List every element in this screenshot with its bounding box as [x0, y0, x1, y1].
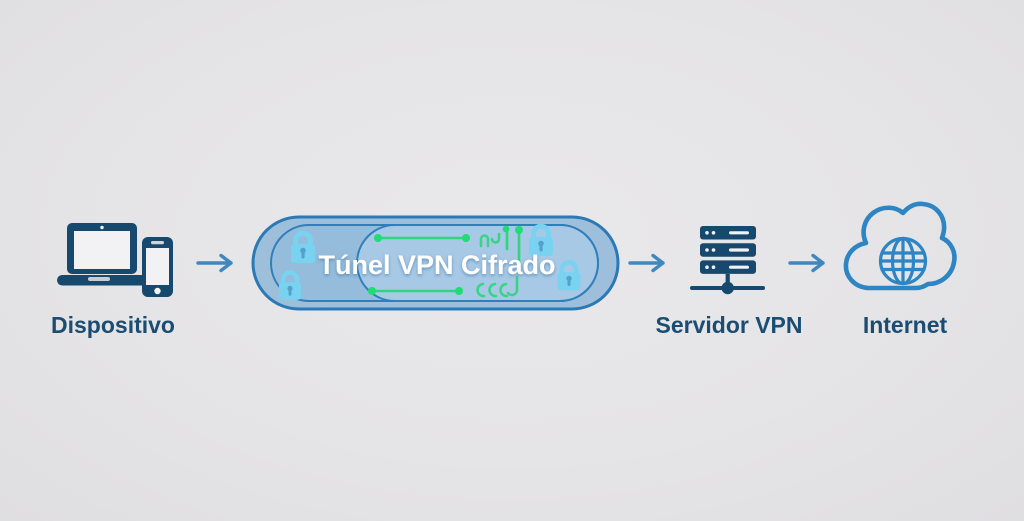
laptop-hinge-notch — [88, 277, 110, 281]
phone-screen — [146, 248, 169, 285]
server-network-connector — [690, 273, 765, 295]
device-node: Dispositivo — [51, 223, 175, 338]
server-units — [700, 226, 756, 274]
server-leds — [705, 231, 716, 270]
cloud-outline — [843, 201, 957, 291]
server-slots — [729, 231, 749, 269]
arrow-right-icon-2 — [628, 253, 665, 273]
phone-speaker — [151, 241, 164, 245]
server-stack-icon — [690, 226, 765, 295]
vpn-tunnel-node: Túnel VPN Cifrado — [251, 215, 620, 311]
server-label: Servidor VPN — [656, 312, 803, 338]
tunnel-capsule — [251, 215, 620, 311]
phone-home-button — [154, 287, 161, 295]
arrow-right-icon-1 — [196, 253, 233, 273]
vpn-server-node: Servidor VPN — [656, 226, 803, 338]
laptop-camera-dot — [100, 225, 104, 230]
tunnel-label: Túnel VPN Cifrado — [318, 250, 555, 280]
cloud-globe-icon — [843, 201, 957, 291]
device-label: Dispositivo — [51, 312, 175, 338]
circuit-trace-lines — [370, 229, 521, 298]
circuit-node-dots — [368, 225, 523, 295]
arrow-right-icon-3 — [788, 253, 825, 273]
laptop-and-phone-icon — [57, 223, 173, 297]
laptop-screen — [74, 231, 130, 269]
internet-node: Internet — [843, 201, 957, 338]
encrypted-data-glyphs — [476, 232, 519, 298]
internet-label: Internet — [863, 312, 948, 338]
globe-grid — [878, 236, 928, 286]
